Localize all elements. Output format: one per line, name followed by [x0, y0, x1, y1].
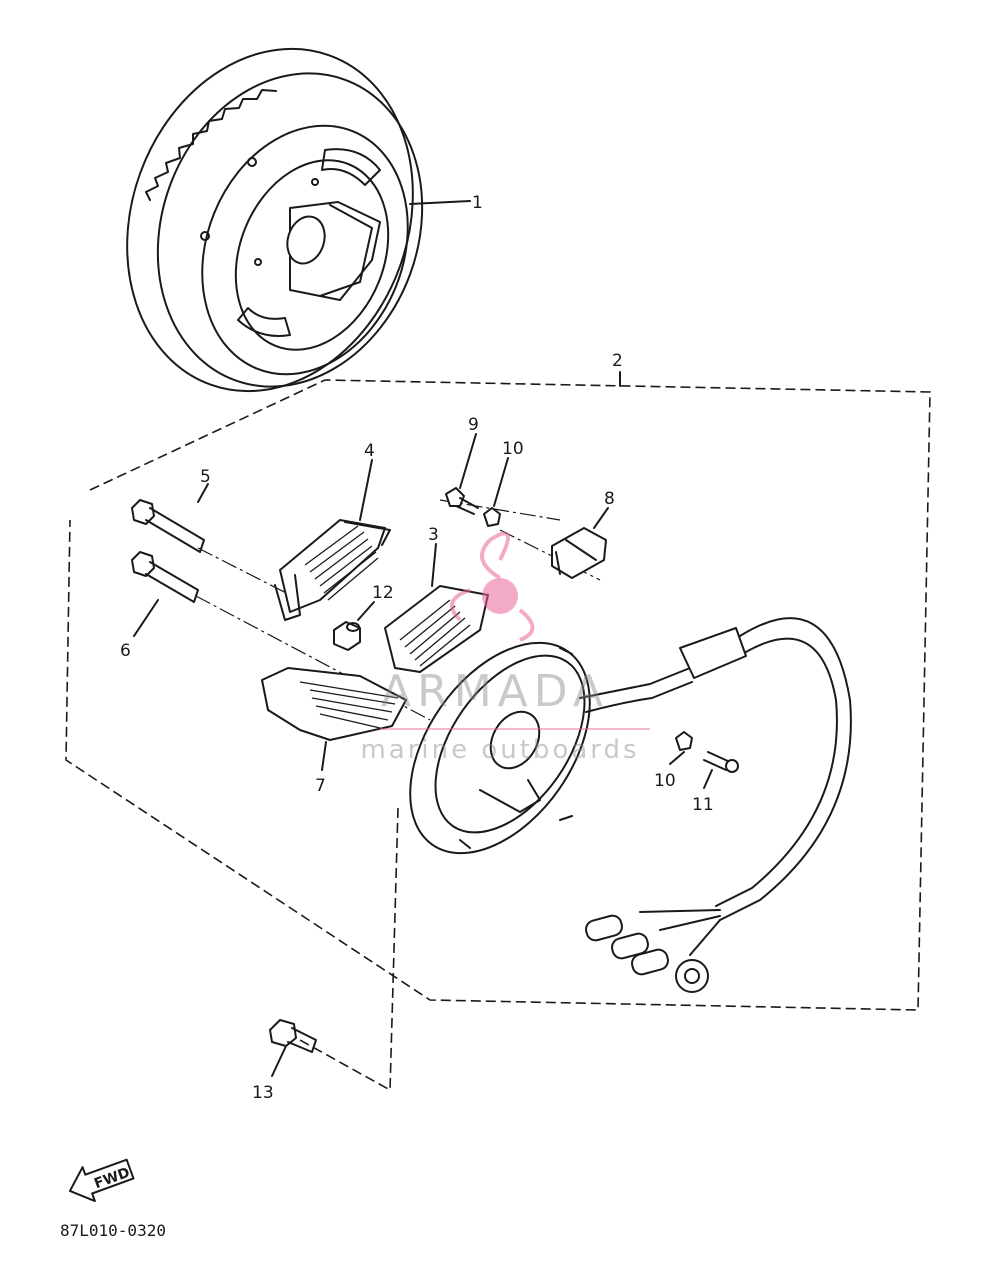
- leader-11: [703, 769, 713, 789]
- leader-7: [197, 483, 209, 503]
- callout-5: 4: [364, 441, 375, 461]
- callout-10-lower: 10: [654, 771, 676, 791]
- callout-13: 13: [252, 1083, 274, 1103]
- bolt-7[interactable]: [131, 499, 205, 553]
- watermark-brand: ARMADA: [381, 666, 609, 717]
- fwd-arrow-icon: [68, 1158, 135, 1203]
- washer-10-lower[interactable]: [675, 731, 693, 751]
- leader-1: [409, 200, 471, 205]
- callout-3: 3: [428, 525, 439, 545]
- flywheel-rotor[interactable]: [80, 8, 465, 431]
- callout-1: 1: [472, 193, 483, 213]
- callout-11: 11: [692, 795, 714, 815]
- coil-4[interactable]: [261, 667, 407, 741]
- washer-10-top[interactable]: [483, 507, 501, 527]
- leader-9: [459, 433, 477, 489]
- leader-6: [593, 507, 609, 529]
- wire-harness[interactable]: [579, 617, 852, 993]
- coil-3[interactable]: [384, 585, 489, 673]
- callout-7: 5: [200, 467, 211, 487]
- leader-5: [359, 459, 373, 521]
- callout-9: 9: [468, 415, 479, 435]
- bolt-13[interactable]: [269, 1019, 317, 1053]
- assembly-13-outline: [299, 807, 399, 1092]
- alignment-lines: [195, 499, 601, 721]
- leader-10-lower: [669, 751, 685, 765]
- callout-10-top: 10: [502, 439, 524, 459]
- callout-2: 2: [612, 351, 623, 371]
- callout-4: 7: [315, 776, 326, 796]
- leader-12: [357, 601, 375, 621]
- callout-8: 6: [120, 641, 131, 661]
- assembly-2-outline: [65, 379, 931, 1011]
- stator-base-plate[interactable]: [373, 610, 626, 886]
- leader-8: [133, 599, 159, 637]
- coil-5[interactable]: [274, 519, 391, 621]
- screw-11[interactable]: [703, 751, 739, 773]
- connector-6[interactable]: [551, 527, 607, 579]
- leader-13: [271, 1045, 287, 1077]
- leader-3: [431, 543, 437, 587]
- watermark-tagline: marine outboards: [360, 735, 639, 765]
- leader-4: [321, 741, 327, 771]
- spacer-12[interactable]: [333, 621, 361, 651]
- watermark-logo-icon: [450, 531, 535, 642]
- callout-12: 12: [372, 583, 394, 603]
- screw-9[interactable]: [445, 487, 479, 515]
- drawing-code: 87L010-0320: [60, 1221, 166, 1240]
- callout-6: 8: [604, 489, 615, 509]
- bolt-8[interactable]: [131, 551, 199, 603]
- leader-10-top: [493, 457, 509, 507]
